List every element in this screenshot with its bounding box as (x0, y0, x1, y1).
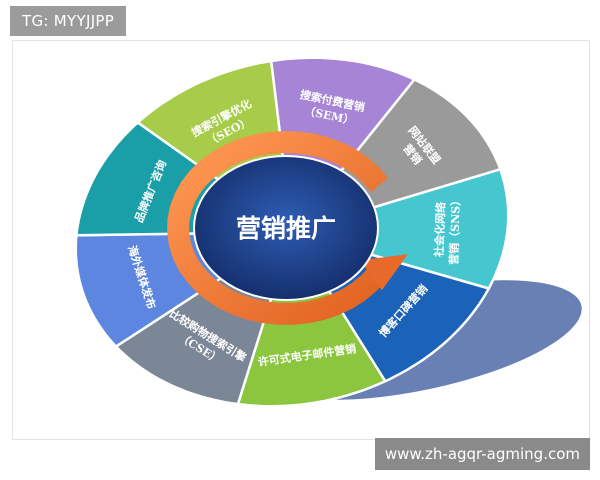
segment-4 (287, 167, 510, 290)
website-watermark: www.zh-agqr-agming.com (374, 438, 590, 470)
segment-label-line: 营销（SNS） (446, 195, 462, 265)
center-core (193, 155, 379, 301)
circular-arrow-ring (167, 130, 393, 325)
segment-label-line: 社会化网络 (432, 202, 448, 258)
center-label: 营销推广 (236, 214, 336, 243)
arrow-head-icon (359, 254, 408, 291)
center-layer: 营销推广 (167, 130, 408, 325)
tg-tag: TG: MYYJJPP (10, 6, 127, 36)
segment-label-4: 社会化网络营销（SNS） (432, 195, 463, 265)
